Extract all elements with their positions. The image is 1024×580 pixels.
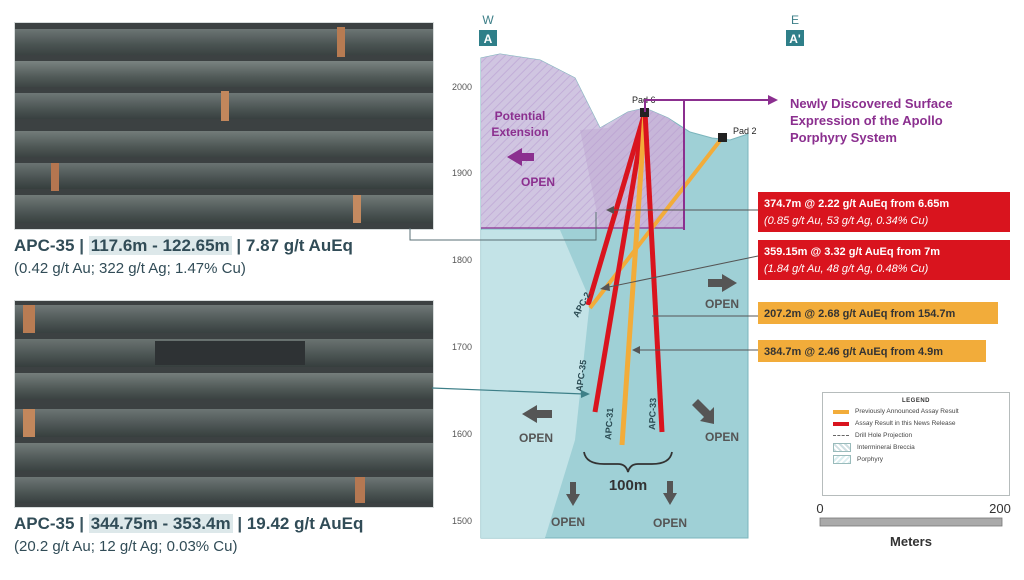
leader-red-2 bbox=[603, 255, 759, 289]
photo2-caption: APC-35 | 344.75m - 353.4m | 19.42 g/t Au… bbox=[14, 514, 364, 555]
pad2-label: Pad 2 bbox=[733, 126, 757, 136]
photo2-connector bbox=[431, 387, 585, 395]
result-red-2-box bbox=[758, 240, 1010, 280]
result-gold-2-box bbox=[758, 340, 986, 362]
west-marker: A bbox=[484, 32, 493, 46]
photo1-hole: APC-35 bbox=[14, 236, 75, 255]
elev-tick-2000: 2000 bbox=[452, 82, 472, 92]
result-red-1-line2: (0.85 g/t Au, 53 g/t Ag, 0.34% Cu) bbox=[764, 215, 929, 227]
legend-item-news: Assay Result in this News Release bbox=[833, 419, 1009, 428]
photo2-grade: 19.42 g/t AuEq bbox=[246, 514, 364, 533]
pad6-label: Pad 6 bbox=[632, 95, 656, 105]
scale-bar bbox=[819, 517, 1003, 527]
open-arrow-southeast bbox=[692, 399, 714, 424]
drill-hole-apc2 bbox=[585, 111, 648, 306]
scale-unit: Meters bbox=[890, 534, 932, 549]
legend-item-porphyry: Porphyry bbox=[833, 455, 1009, 464]
photo2-connector-head bbox=[581, 390, 590, 398]
open-arrow-south-2 bbox=[663, 481, 677, 505]
photo1-detail: (0.42 g/t Au; 322 g/t Ag; 1.47% Cu) bbox=[14, 260, 246, 277]
result-gold-2-label: 384.7m @ 2.46 g/t AuEq from 4.9m bbox=[764, 346, 943, 358]
hole-label-apc31: APC-31 bbox=[603, 408, 615, 441]
result-red-1-box bbox=[758, 192, 1010, 232]
legend-swatch-porphyry bbox=[833, 455, 851, 464]
drill-hole-apc31 bbox=[619, 111, 648, 446]
leader-red-1-head bbox=[606, 206, 614, 214]
elev-tick-1600: 1600 bbox=[452, 429, 472, 439]
hole-label-apc35: APC-35 bbox=[574, 359, 588, 392]
headline-arrowhead bbox=[768, 95, 778, 105]
drill-hole-apc33 bbox=[642, 111, 665, 433]
open-label-south-1: OPEN bbox=[551, 515, 585, 529]
legend-label-breccia: Interminerai Breccia bbox=[857, 444, 915, 451]
elevation-axis: 2000 1900 1800 1700 1600 1500 bbox=[452, 82, 472, 526]
result-gold-1-label: 207.2m @ 2.68 g/t AuEq from 154.7m bbox=[764, 308, 956, 320]
elev-tick-1700: 1700 bbox=[452, 342, 472, 352]
legend-label-projection: Drill Hole Projection bbox=[855, 432, 913, 439]
legend-swatch-dashed bbox=[833, 435, 849, 436]
legend-swatch-red bbox=[833, 421, 849, 426]
west-label: W bbox=[482, 13, 494, 27]
legend-label-news: Assay Result in this News Release bbox=[855, 420, 956, 427]
open-arrow-west bbox=[522, 405, 552, 423]
open-label-southeast: OPEN bbox=[705, 430, 739, 444]
headline-line1: Newly Discovered Surface bbox=[790, 96, 953, 111]
photo2-detail: (20.2 g/t Au; 12 g/t Ag; 0.03% Cu) bbox=[14, 538, 238, 555]
legend-title: LEGEND bbox=[901, 398, 930, 404]
legend-label-porphyry: Porphyry bbox=[857, 456, 884, 463]
legend-item-previous: Previously Announced Assay Result bbox=[833, 407, 1009, 416]
photo2-interval: 344.75m - 353.4m bbox=[88, 514, 233, 533]
breccia-zone bbox=[481, 230, 590, 538]
result-red-2-line1: 359.15m @ 3.32 g/t AuEq from 7m bbox=[764, 246, 940, 258]
core-photo-2 bbox=[14, 300, 434, 508]
legend: LEGEND Previously Announced Assay Result… bbox=[822, 392, 1010, 496]
result-gold-1-box bbox=[758, 302, 998, 324]
drill-hole-apc35 bbox=[592, 111, 648, 413]
scale-max: 200 bbox=[989, 501, 1011, 516]
pad6-marker bbox=[640, 108, 649, 117]
west-marker-box bbox=[479, 30, 497, 46]
headline-line2: Expression of the Apollo bbox=[790, 113, 943, 128]
photo1-connector bbox=[409, 212, 597, 241]
result-red-1-line1: 374.7m @ 2.22 g/t AuEq from 6.65m bbox=[764, 198, 949, 210]
photo1-grade: 7.87 g/t AuEq bbox=[245, 236, 353, 255]
result-red-2-line2: (1.84 g/t Au, 48 g/t Ag, 0.48% Cu) bbox=[764, 263, 929, 275]
east-marker: A' bbox=[789, 32, 801, 46]
width-label: 100m bbox=[609, 477, 647, 494]
legend-label-previous: Previously Announced Assay Result bbox=[855, 408, 959, 415]
potential-extension-line2: Extension bbox=[491, 125, 548, 139]
elev-tick-1500: 1500 bbox=[452, 516, 472, 526]
pad2-marker bbox=[718, 133, 727, 142]
legend-swatch-breccia bbox=[833, 443, 851, 452]
elev-tick-1800: 1800 bbox=[452, 255, 472, 265]
drill-hole-apc2-gold bbox=[588, 136, 724, 310]
open-arrow-south-1 bbox=[566, 482, 580, 506]
open-label-east: OPEN bbox=[705, 297, 739, 311]
east-marker-box bbox=[786, 30, 804, 46]
elev-tick-1900: 1900 bbox=[452, 168, 472, 178]
legend-swatch-gold bbox=[833, 409, 849, 414]
photo2-hole: APC-35 bbox=[14, 514, 75, 533]
open-label-south-2: OPEN bbox=[653, 516, 687, 530]
open-label-west: OPEN bbox=[519, 431, 553, 445]
legend-item-projection: Drill Hole Projection bbox=[833, 431, 1009, 440]
scale-min: 0 bbox=[816, 501, 823, 516]
headline-line3: Porphyry System bbox=[790, 130, 897, 145]
leader-gold-2-head bbox=[632, 346, 640, 354]
photo1-caption: APC-35 | 117.6m - 122.65m | 7.87 g/t AuE… bbox=[14, 236, 353, 277]
east-label: E bbox=[791, 13, 799, 27]
hole-label-apc33: APC-33 bbox=[647, 398, 658, 430]
extension-open-label: OPEN bbox=[521, 175, 555, 189]
width-brace bbox=[583, 451, 673, 473]
extension-open-arrow bbox=[507, 148, 534, 166]
leader-red-2-head bbox=[600, 283, 610, 291]
core-photo-1 bbox=[14, 22, 434, 230]
photo1-interval: 117.6m - 122.65m bbox=[88, 236, 232, 255]
porphyry-outline bbox=[580, 108, 685, 228]
potential-extension-line1: Potential bbox=[495, 109, 546, 123]
open-arrow-east bbox=[708, 274, 737, 292]
legend-item-breccia: Interminerai Breccia bbox=[833, 443, 1009, 452]
